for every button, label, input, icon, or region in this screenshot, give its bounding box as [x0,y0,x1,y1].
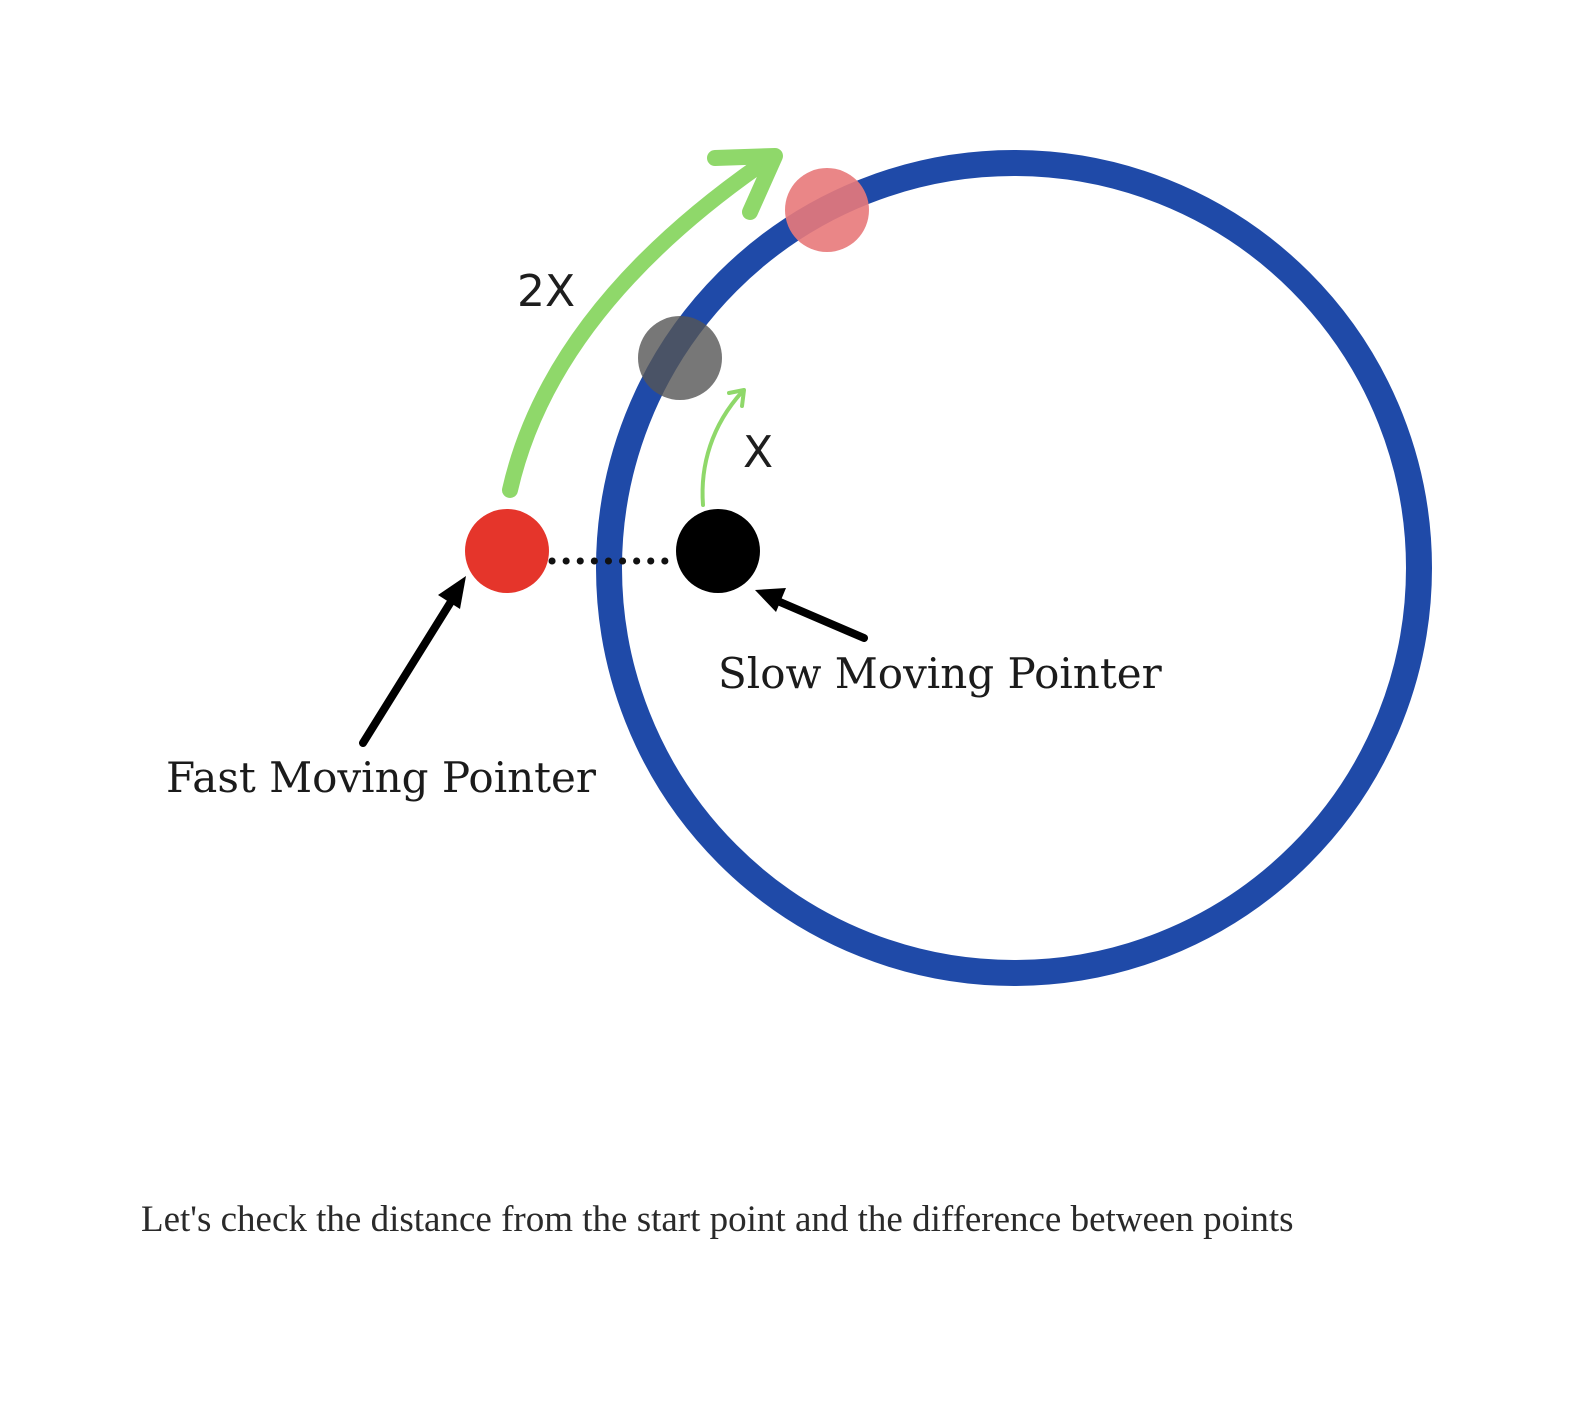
fast-pointer-label-arrow [359,596,456,747]
slow-pointer-label: Slow Moving Pointer [718,649,1163,698]
fast-pointer-label-arrowhead [438,576,466,609]
slow-pointer [676,509,760,593]
slow-pointer-label-arrowhead [755,588,786,612]
slow-pointer-next-position [638,316,722,400]
fast-slow-pointer-diagram: 2X X Fast Moving Pointer Slow Moving Poi… [166,148,1432,986]
fast-pointer [465,509,549,593]
caption-text: Let's check the distance from the start … [141,1199,1294,1240]
cycle-circle [596,150,1432,986]
slow-pointer-label-arrow [776,598,868,642]
fast-motion-arrowhead [707,148,783,220]
slow-motion-arrowhead [727,388,746,408]
slow-speed-label: X [743,427,773,478]
slow-motion-arrow [700,390,744,507]
fast-motion-arrow [502,157,768,498]
fast-pointer-next-position [785,168,869,252]
fast-speed-label: 2X [517,266,575,317]
fast-pointer-label: Fast Moving Pointer [166,753,597,802]
